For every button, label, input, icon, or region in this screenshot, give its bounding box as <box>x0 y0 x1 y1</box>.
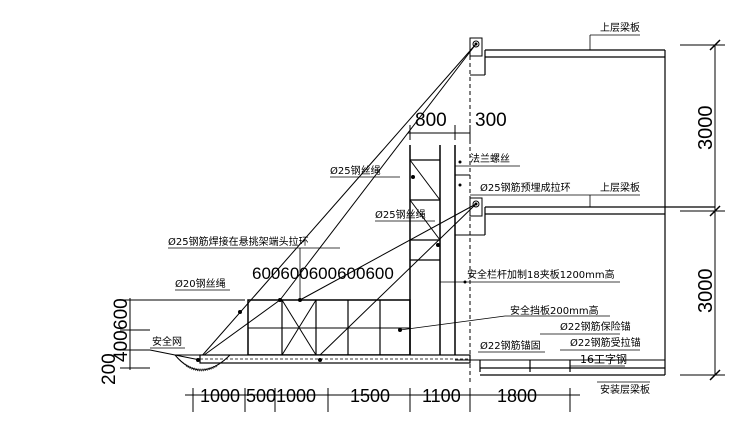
dim-bottom-1500: 1500 <box>350 386 390 406</box>
label-anchor: Ø22钢筋锚固 <box>480 339 541 352</box>
dim-3000-upper: 3000 <box>695 106 717 151</box>
dim-bottom-1100: 1100 <box>422 386 461 406</box>
label-weld-ring: Ø25钢筋焊接在悬挑架端头拉环 <box>168 235 309 248</box>
dim-bottom-1000a: 1000 <box>200 386 240 406</box>
label-install-beam: 安装层梁板 <box>600 383 650 396</box>
dim-300: 300 <box>475 110 507 131</box>
railing-platform <box>199 299 665 372</box>
dim-400-left: 400 <box>111 330 132 362</box>
dim-bottom-1800: 1800 <box>497 386 537 406</box>
label-rope-3: Ø20钢丝绳 <box>175 277 226 290</box>
dim-200-left: 200 <box>99 353 120 385</box>
upper-ring-icon <box>469 37 483 57</box>
label-upper-beam-2: 上层梁板 <box>600 181 640 194</box>
dim-3000-lower: 3000 <box>695 269 717 314</box>
label-rail: 安全栏杆加制18夹板1200mm高 <box>467 268 615 281</box>
label-upper-beam: 上层梁板 <box>600 21 640 34</box>
bottom-dimension: 1000 500 1000 1500 1100 1800 <box>185 386 580 412</box>
dim-spacing-600s: 600600600600600 <box>252 264 394 283</box>
label-pull-anchor: Ø22钢筋受拉锚 <box>570 336 641 349</box>
middle-ring-icon <box>469 197 483 217</box>
dim-bottom-500: 500 <box>246 386 276 406</box>
joint-markers <box>196 42 478 362</box>
dim-bottom-1000b: 1000 <box>276 386 316 406</box>
label-toe-board: 安全挡板200mm高 <box>510 304 599 317</box>
label-rope-1: Ø25钢丝绳 <box>330 164 381 177</box>
dim-600-left: 600 <box>111 298 132 330</box>
label-net: 安全网 <box>152 335 182 348</box>
label-protect-anchor: Ø22钢筋保险锚 <box>560 320 631 333</box>
label-embed-ring: Ø25钢筋预埋成拉环 <box>480 181 571 194</box>
safety-net <box>149 349 232 372</box>
label-rope-2: Ø25钢丝绳 <box>375 208 426 221</box>
left-dimension: 600 400 200 <box>99 298 245 385</box>
label-i-beam: 16工字钢 <box>580 352 627 366</box>
building-structure <box>469 37 715 385</box>
dim-800: 800 <box>415 110 447 131</box>
label-flange-bolt: 法兰螺丝 <box>470 152 510 165</box>
wire-ropes <box>199 43 477 359</box>
annotations: 上层梁板 上层梁板 安装层梁板 Ø25钢丝绳 Ø25钢丝绳 法兰螺丝 Ø25钢筋… <box>150 21 650 396</box>
right-dimension: 3000 3000 <box>680 39 725 381</box>
